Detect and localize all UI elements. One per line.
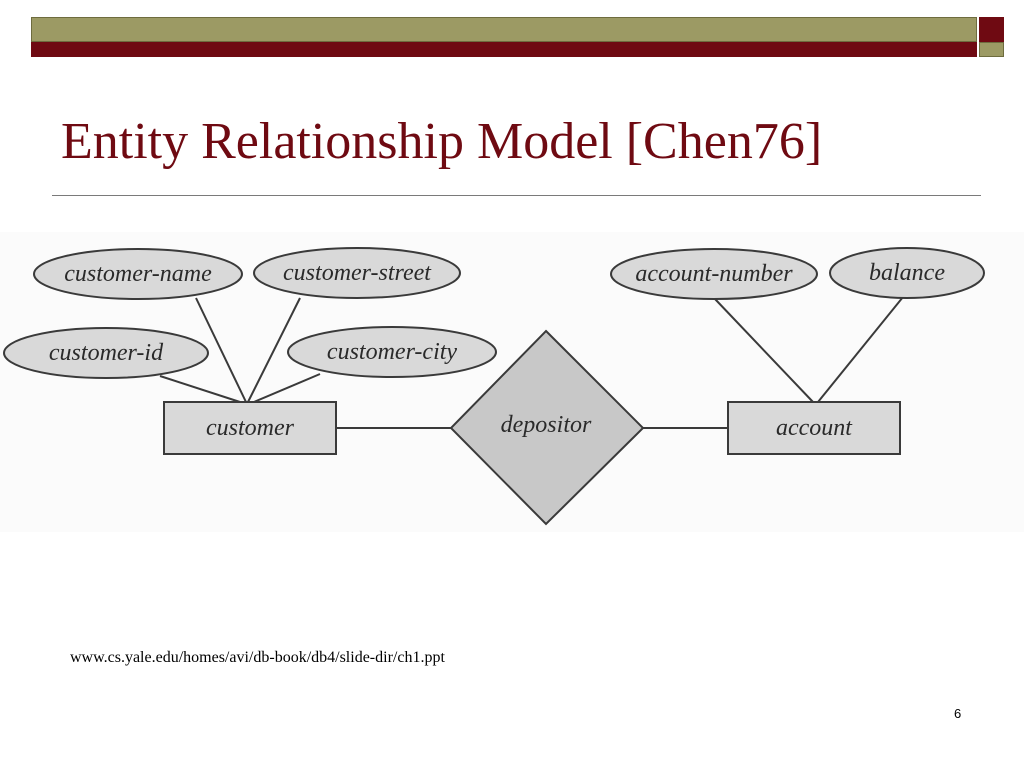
attr-customer-name-label: customer-name bbox=[64, 261, 212, 287]
line-balance bbox=[817, 296, 904, 403]
corner-block-olive bbox=[979, 42, 1004, 57]
title-divider bbox=[52, 195, 981, 196]
relationship-depositor-label: depositor bbox=[501, 412, 592, 438]
attr-customer-city: customer-city bbox=[287, 326, 497, 378]
attr-account-number: account-number bbox=[610, 248, 818, 300]
line-customer-id bbox=[159, 375, 241, 403]
attr-balance: balance bbox=[829, 247, 985, 299]
attr-customer-street: customer-street bbox=[253, 247, 461, 299]
attr-account-number-label: account-number bbox=[635, 261, 793, 287]
source-url: www.cs.yale.edu/homes/avi/db-book/db4/sl… bbox=[70, 649, 445, 666]
line-account-number bbox=[714, 298, 814, 403]
attr-customer-id: customer-id bbox=[3, 327, 209, 379]
page-number: 6 bbox=[954, 706, 962, 721]
line-customer-street bbox=[247, 297, 301, 403]
entity-customer: customer bbox=[163, 401, 337, 455]
entity-account: account bbox=[727, 401, 901, 455]
slide-title: Entity Relationship Model [Chen76] bbox=[61, 113, 823, 170]
line-customer-city bbox=[253, 373, 321, 403]
header-olive-band bbox=[31, 17, 977, 42]
attr-customer-street-label: customer-street bbox=[283, 260, 432, 286]
relationship-depositor: depositor bbox=[449, 329, 645, 526]
attr-customer-id-label: customer-id bbox=[49, 340, 164, 366]
line-customer-name bbox=[195, 297, 247, 403]
header-bar bbox=[31, 17, 977, 57]
corner-block-maroon bbox=[979, 17, 1004, 42]
connector-lines bbox=[159, 296, 904, 429]
header-maroon-band bbox=[31, 42, 977, 57]
entity-customer-label: customer bbox=[206, 415, 295, 441]
attr-customer-city-label: customer-city bbox=[327, 339, 457, 365]
attr-customer-name: customer-name bbox=[33, 248, 243, 300]
entity-account-label: account bbox=[776, 415, 853, 441]
attr-balance-label: balance bbox=[869, 260, 945, 286]
